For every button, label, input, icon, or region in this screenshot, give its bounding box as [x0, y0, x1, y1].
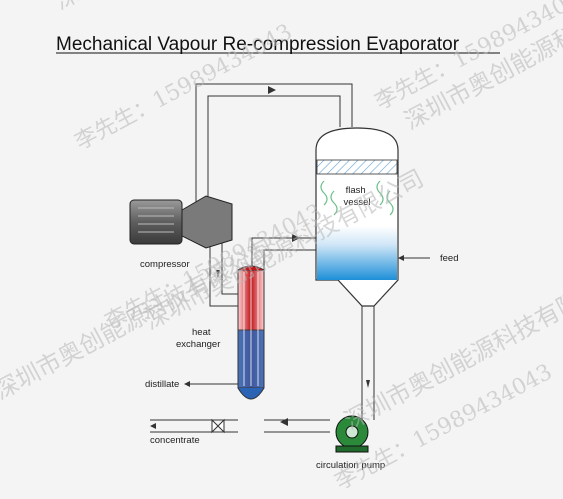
diagram-title: Mechanical Vapour Re-compression Evapora… — [56, 34, 460, 55]
svg-text:深圳市奥创能源科技有限公司: 深圳市奥创能源科技有限公司 — [50, 0, 339, 15]
compressor: compressor — [129, 195, 233, 270]
flash-vessel: flash vessel — [315, 127, 399, 307]
concentrate-outlet: concentrate — [150, 418, 225, 446]
heat-exchanger-label: heat exchanger — [176, 327, 220, 350]
distillate-outlet: distillate — [145, 379, 190, 390]
flash-vessel-label: flash vessel — [344, 185, 371, 208]
circulation-pump-label: circulation pump — [316, 460, 385, 471]
distillate-label: distillate — [145, 379, 179, 390]
heat-exchanger: heat exchanger — [176, 265, 265, 400]
flow-arrows — [216, 86, 370, 426]
feed-label: feed — [440, 253, 459, 264]
circulation-pump: circulation pump — [316, 415, 385, 471]
concentrate-label: concentrate — [150, 435, 200, 446]
compressor-label: compressor — [140, 259, 190, 270]
feed-inlet: feed — [398, 253, 459, 264]
demister-pad — [316, 159, 398, 175]
